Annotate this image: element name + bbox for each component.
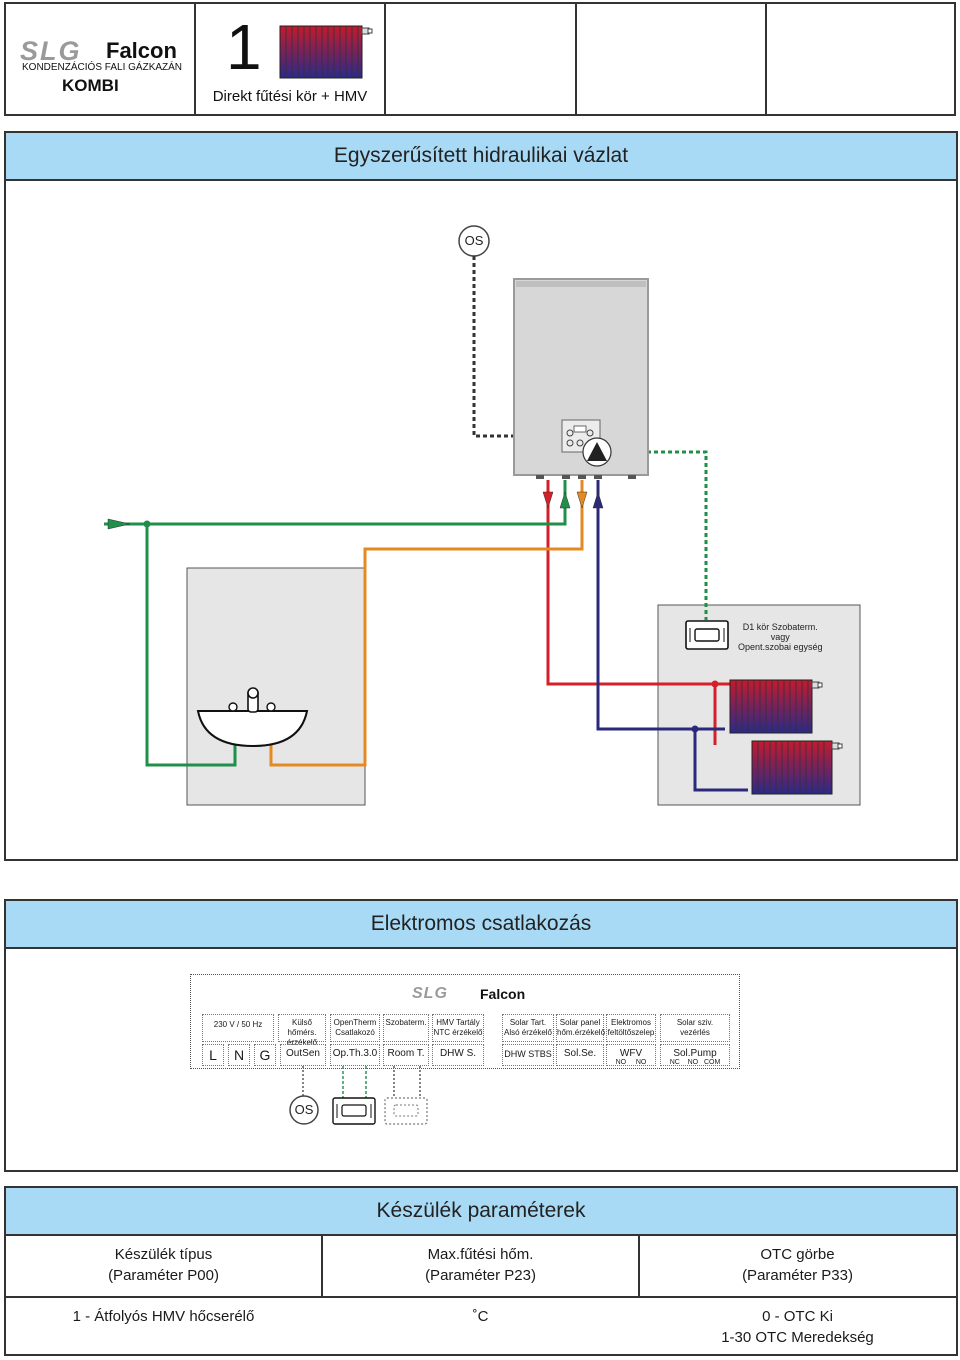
param-device-type-value1: 1 - Átfolyós HMV hőcserélő [72,1308,255,1325]
room-unit-label-line2: vagy [770,632,790,642]
param-device-type-value: 1 - Átfolyós HMV hőcserélő [6,1306,321,1327]
scheme-title: Direkt fűtési kör + HMV [212,88,368,105]
terminal-sol-pump-sub-1: NC [669,1059,680,1066]
label-outdoor-sensor: Külső hőmérs.érzékelő [278,1014,326,1047]
os-sensor-label: OS [294,1102,314,1117]
terminal-wfv-sub-2: NO [635,1059,647,1066]
electrical-wiring [289,1066,428,1125]
scheme-number: 1 [226,11,262,83]
return-branch [693,729,748,792]
dhw-pipe [269,480,584,767]
param-otc-head2: (Paraméter P33) [742,1267,853,1284]
opentherm-unit-icon [332,1097,376,1125]
label-solar-tank: Solar Tart.Alsó érzékelő [502,1014,554,1042]
brand-logo-name: Falcon [106,38,177,63]
sink-room-panel [186,567,366,806]
terminal-board-logo: SLG Falcon [412,985,552,1007]
hydraulic-diagram [104,225,861,806]
return-arrow [592,491,604,509]
terminal-sol-pump: Sol.Pump NC NO COM [660,1044,730,1066]
header-divider-2 [384,2,386,116]
room-thermostat-icon-small [384,1097,428,1125]
room-unit-cable [598,450,708,620]
brand-logo: SLG Falcon KONDENZÁCIÓS FALI GÁZKAZÁN KO… [20,36,190,106]
terminal-board-logo-name: Falcon [480,986,526,1002]
terminal-sol-pump-label: Sol.Pump [673,1048,717,1059]
outdoor-sensor-label: OS [464,233,484,248]
terminal-sol-se: Sol.Se. [556,1044,604,1066]
radiator-1-icon [729,679,823,734]
param-divider-2 [638,1236,640,1298]
parameters-title: Készülék paraméterek [4,1186,958,1236]
supply-arrow [542,491,554,509]
cold-water-pipe [104,480,567,526]
os-sensor-icon [289,1095,319,1125]
param-col-otc-curve: OTC görbe (Paraméter P33) [640,1244,955,1286]
terminal-board-logo-slg: SLG [412,985,448,1002]
terminal-room-t: Room T. [383,1044,429,1066]
brand-product: KOMBI [62,76,119,95]
terminal-dhw-s: DHW S. [432,1044,484,1066]
terminal-opentherm: Op.Th.3.0 [330,1044,380,1066]
param-otc-value1: 0 - OTC Ki [762,1308,833,1325]
terminal-sol-pump-sub-2: NO [687,1059,699,1066]
terminal-G: G [254,1044,276,1066]
boiler-icon [513,278,649,479]
header-bar [4,2,956,116]
terminal-board [190,974,740,1069]
param-otc-value: 0 - OTC Ki 1-30 OTC Meredekség [640,1306,955,1348]
room-unit-label-line1: D1 kör Szobaterm. [742,622,818,632]
terminal-dhw-stbs: DHW STBS [502,1044,554,1066]
radiator-2-icon [751,740,843,795]
return-pipe [596,480,725,731]
terminal-L: L [202,1044,224,1066]
terminal-wfv-label: WFV [619,1048,643,1059]
hydraulic-title: Egyszerűsített hidraulikai vázlat [4,131,958,181]
brand-logo-slg: SLG [20,36,82,66]
dhw-arrow [576,491,588,509]
terminal-wfv: WFV NO NO [606,1044,656,1066]
param-device-type-head1: Készülék típus [114,1246,213,1263]
param-max-heating-value: ˚C [323,1306,638,1327]
param-max-heating-head2: (Paraméter P23) [425,1267,536,1284]
room-thermostat-icon [685,620,729,650]
param-max-heating-value1: ˚C [472,1308,489,1325]
label-solar-pump: Solar sziv.vezérlés [660,1014,730,1042]
param-max-heating-head1: Max.fűtési hőm. [427,1246,534,1263]
label-room-thermostat: Szobaterm. [383,1014,429,1042]
param-col-device-type: Készülék típus (Paraméter P00) [6,1244,321,1286]
label-power: 230 V / 50 Hz [202,1014,274,1042]
cold-water-arrow [559,491,571,509]
electrical-title: Elektromos csatlakozás [4,899,958,949]
header-divider-1 [194,2,196,116]
cold-water-inlet-arrow [107,518,131,530]
param-otc-head1: OTC görbe [760,1246,835,1263]
header-divider-4 [765,2,767,116]
param-device-type-head2: (Paraméter P00) [108,1267,219,1284]
param-divider-1 [321,1236,323,1298]
brand-subtitle: KONDENZÁCIÓS FALI GÁZKAZÁN [22,62,183,73]
sink-icon [196,687,309,748]
param-otc-value2: 1-30 OTC Meredekség [721,1329,874,1346]
terminal-N: N [228,1044,250,1066]
header-divider-3 [575,2,577,116]
param-row-divider [4,1296,958,1298]
terminal-sol-pump-sub-3: COM [703,1059,721,1066]
radiator-icon [279,25,373,79]
room-unit-label: D1 kör Szobaterm. vagy Opent.szobai egys… [738,622,823,652]
room-unit-label-line3: Opent.szobai egység [738,642,823,652]
terminal-wfv-sub-1: NO [615,1059,627,1066]
param-col-max-heating: Max.fűtési hőm. (Paraméter P23) [323,1244,638,1286]
terminal-outsen: OutSen [280,1044,326,1066]
